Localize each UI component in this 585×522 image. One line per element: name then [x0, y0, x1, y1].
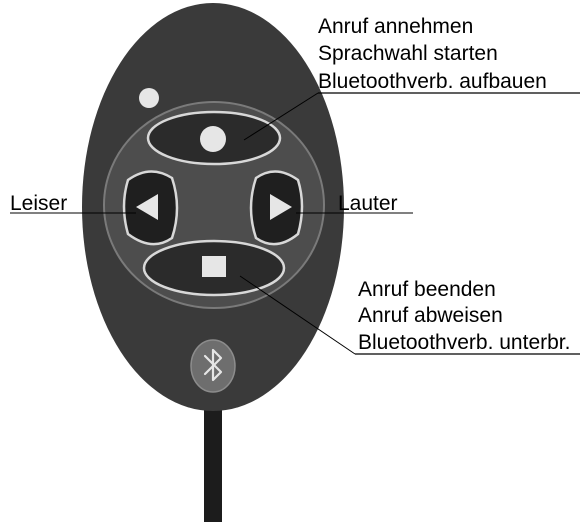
- circle-icon: [200, 126, 226, 152]
- top-label-line-3: Bluetoothverb. aufbauen: [318, 70, 547, 93]
- bottom-label-line-2: Anruf abweisen: [358, 304, 503, 327]
- square-icon: [202, 256, 226, 277]
- answer-button[interactable]: [148, 112, 280, 164]
- bottom-label-line-1: Anruf beenden: [358, 278, 496, 301]
- volume-up-button[interactable]: [251, 171, 302, 244]
- right-label: Lauter: [338, 192, 398, 215]
- volume-down-button[interactable]: [124, 171, 177, 244]
- status-led: [139, 88, 159, 108]
- top-label-line-1: Anruf annehmen: [318, 15, 473, 38]
- cable: [204, 392, 222, 522]
- end-call-button[interactable]: [144, 241, 284, 295]
- left-label: Leiser: [10, 192, 67, 215]
- bluetooth-logo: [191, 340, 235, 392]
- top-label-line-2: Sprachwahl starten: [318, 42, 498, 65]
- bottom-label-line-3: Bluetoothverb. unterbr.: [358, 331, 570, 354]
